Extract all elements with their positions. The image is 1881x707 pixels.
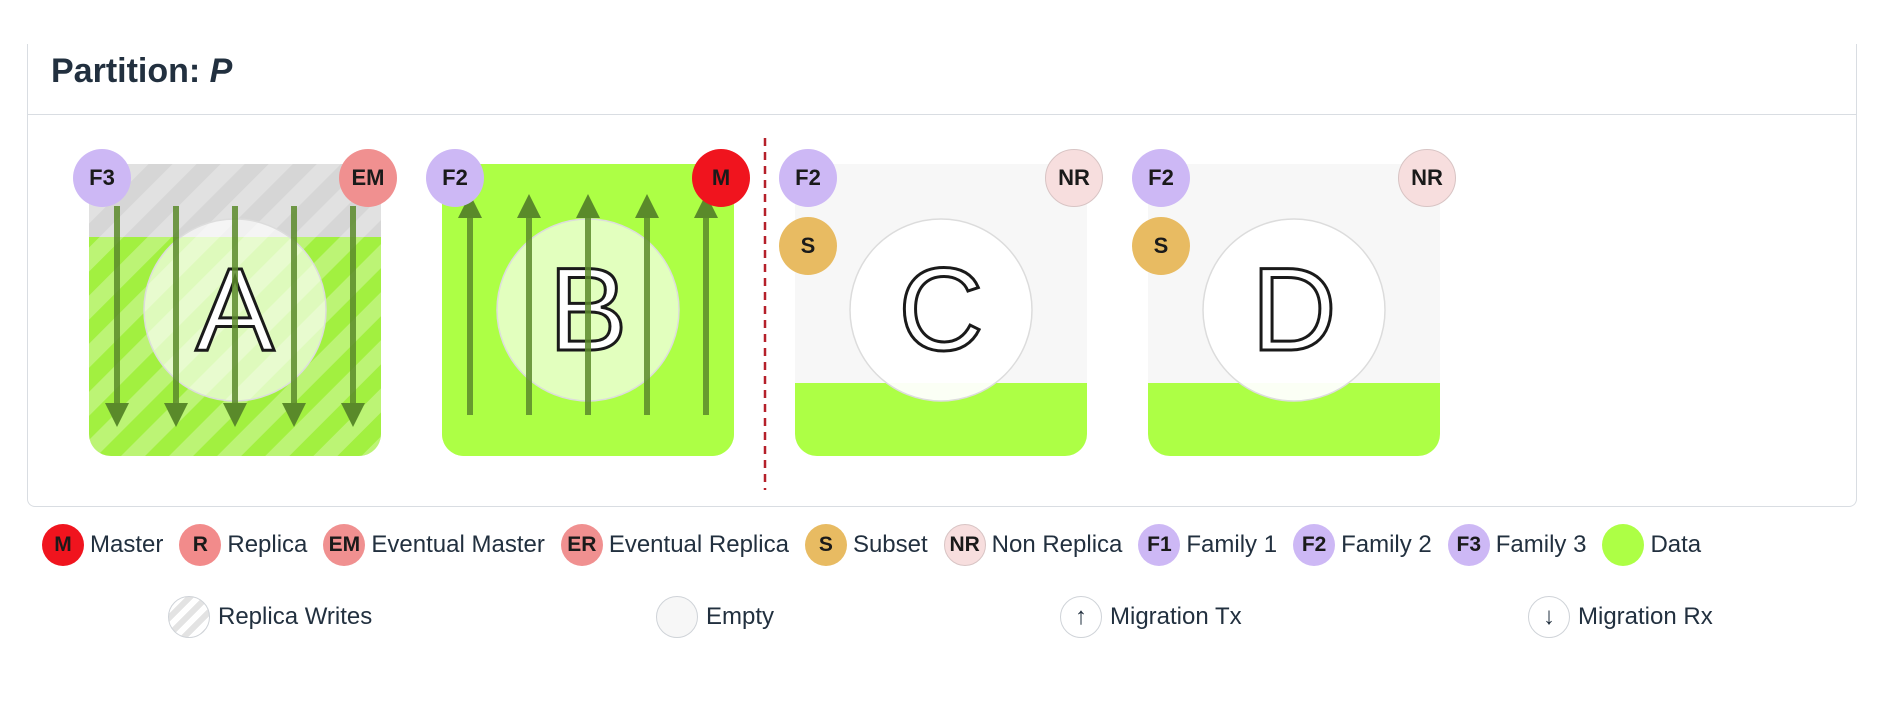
node-c: C <box>795 164 1087 456</box>
subset-badge: S <box>779 217 837 275</box>
role-badge: EM <box>339 149 397 207</box>
legend-label: Empty <box>706 603 775 630</box>
legend-label: Subset <box>852 531 928 558</box>
legend-data: Data <box>1602 524 1701 566</box>
legend-badge: F1 <box>1138 524 1181 566</box>
subset-badge: S <box>1132 217 1190 275</box>
legend-migration-rx: ↓ Migration Rx <box>1528 596 1713 638</box>
role-badge: NR <box>1398 149 1456 207</box>
role-badge: M <box>692 149 750 207</box>
legend-label: Family 2 <box>1341 531 1432 558</box>
role-badge: NR <box>1045 149 1103 207</box>
node-d: D <box>1148 164 1440 456</box>
page-title: Partition: P <box>51 52 232 91</box>
legend-label: Family 3 <box>1495 531 1587 558</box>
node-circle <box>849 218 1033 402</box>
node-circle <box>1202 218 1386 402</box>
family-badge: F2 <box>1132 149 1190 207</box>
arrow-down-icon: ↓ <box>1528 596 1570 638</box>
family-badge: F3 <box>73 149 131 207</box>
legend-badge: ER <box>560 524 603 566</box>
legend-label: Replica <box>227 531 308 558</box>
empty-swatch <box>656 596 698 638</box>
node-letter: D <box>1251 244 1336 376</box>
legend-label: Non Replica <box>991 531 1123 558</box>
legend-badge: F2 <box>1293 524 1336 566</box>
legend-label: Replica Writes <box>218 603 373 630</box>
partition-label: Partition: <box>51 52 201 90</box>
panel-header: Partition: P <box>28 44 1856 115</box>
partition-name: P <box>209 52 233 90</box>
family-badge: F2 <box>779 149 837 207</box>
legend-label: Eventual Replica <box>608 531 789 558</box>
legend-label: Eventual Master <box>371 531 545 558</box>
arrow-up-icon: ↑ <box>1060 596 1102 638</box>
legend-label: Family 1 <box>1186 531 1278 558</box>
legend-label: Data <box>1650 531 1702 558</box>
legend-badge <box>1602 524 1645 566</box>
legend-badge: R <box>179 524 222 566</box>
legend-badge: EM <box>323 524 366 566</box>
legend-badge: M <box>42 524 84 566</box>
legend-badge: NR <box>943 524 986 566</box>
legend-replica-writes: Replica Writes <box>168 596 372 638</box>
legend-migration-tx: ↑ Migration Tx <box>1060 596 1242 638</box>
replica-writes-swatch <box>168 596 210 638</box>
family-badge: F2 <box>426 149 484 207</box>
legend-label: Migration Tx <box>1110 603 1242 630</box>
legend-label: Master <box>90 531 164 558</box>
legend-badge: F3 <box>1447 524 1490 566</box>
node-letter: C <box>898 244 983 376</box>
legend-badge: S <box>804 524 847 566</box>
legend-label: Migration Rx <box>1578 603 1713 630</box>
legend-empty: Empty <box>656 596 774 638</box>
